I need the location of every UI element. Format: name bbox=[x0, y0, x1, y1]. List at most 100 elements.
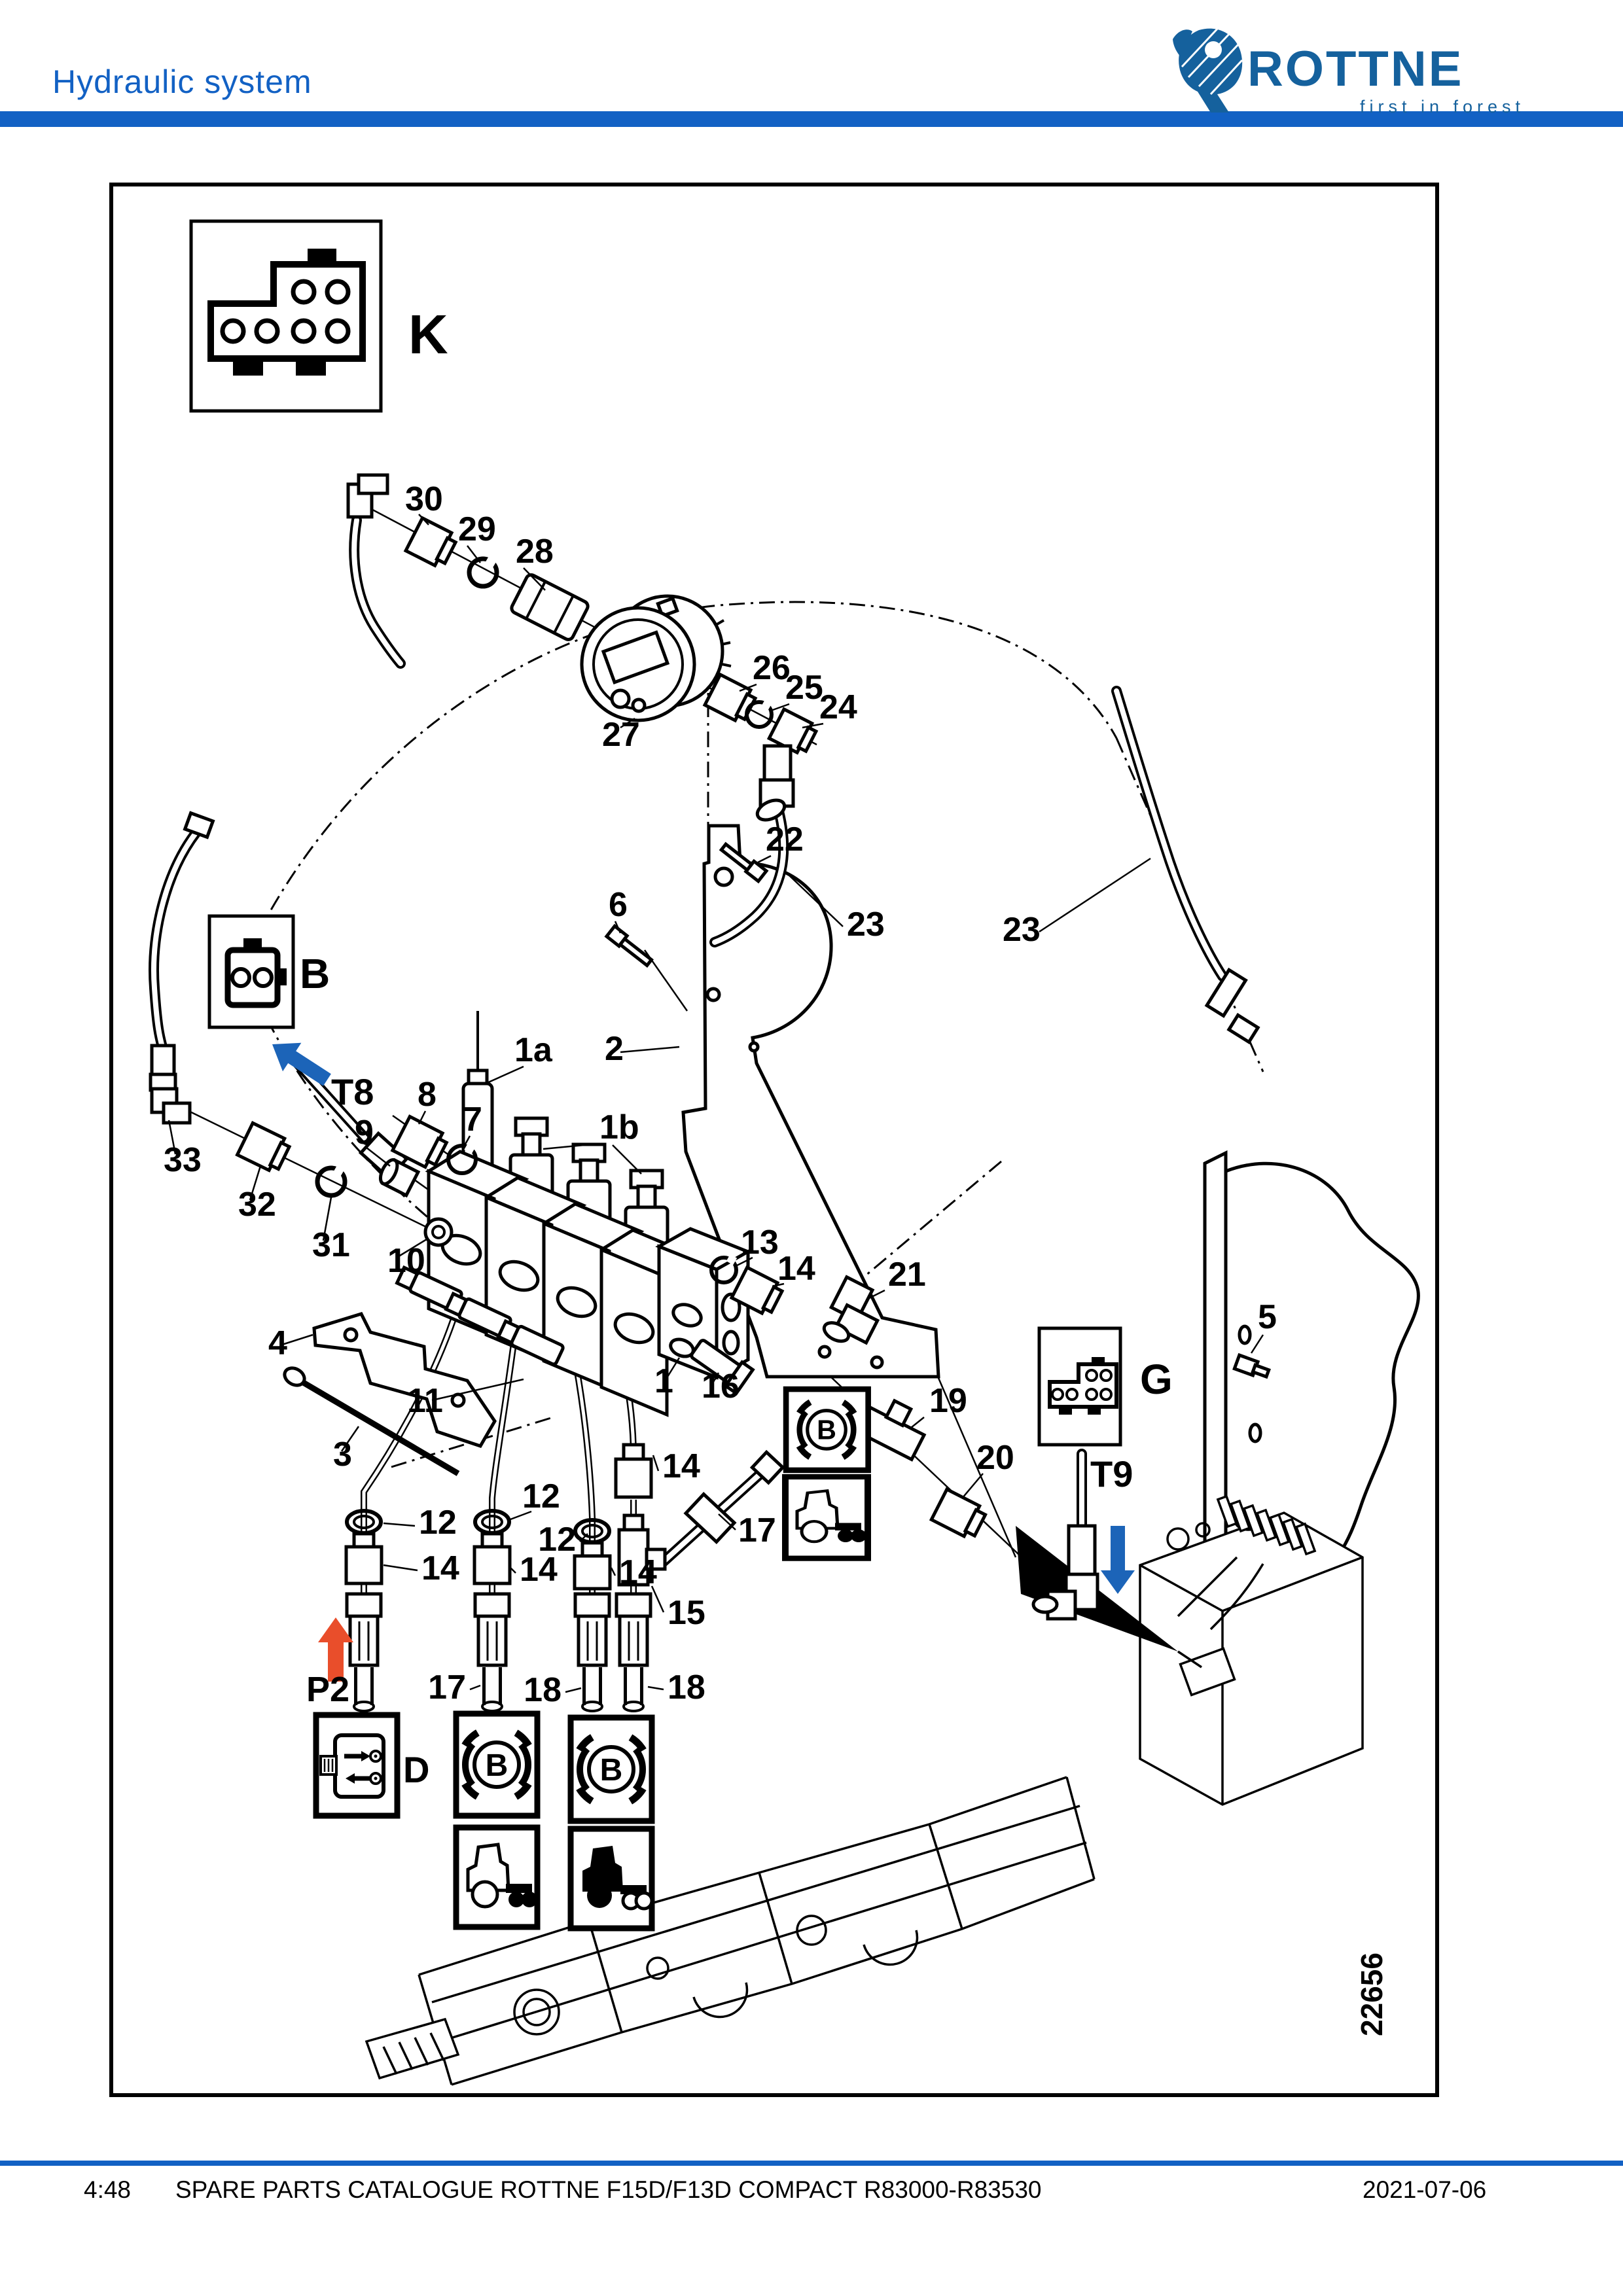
part-label-3: 3 bbox=[333, 1436, 352, 1474]
part-label-14: 14 bbox=[421, 1549, 459, 1587]
sensors-11 bbox=[395, 1265, 565, 1366]
fitting-14 bbox=[729, 1265, 785, 1316]
ring-7 bbox=[446, 1144, 478, 1175]
part-label-20: 20 bbox=[976, 1439, 1014, 1477]
part-label-22: 22 bbox=[766, 821, 804, 858]
fitting-24 bbox=[766, 707, 819, 755]
connector-k-icon bbox=[189, 219, 383, 413]
arrow-down-t9 bbox=[1101, 1526, 1135, 1594]
part-label-2: 2 bbox=[605, 1030, 624, 1068]
left-fitting-chain bbox=[149, 811, 348, 1198]
footer-date: 2021-07-06 bbox=[1363, 2176, 1487, 2203]
small-parts bbox=[283, 841, 769, 1476]
part-label-1: 1 bbox=[654, 1362, 673, 1400]
part-label-b: B bbox=[300, 950, 330, 997]
bracket-part-2 bbox=[681, 824, 940, 1379]
brake-letter: B bbox=[486, 1748, 508, 1783]
hose-t9 bbox=[1031, 1524, 1099, 1621]
ring-13 bbox=[709, 1256, 738, 1284]
part-label-g: G bbox=[1140, 1356, 1173, 1403]
elbow-fitting bbox=[346, 473, 389, 519]
hose-23-fittings bbox=[1204, 967, 1260, 1045]
fitting-8 bbox=[390, 1114, 449, 1169]
rottne-logo: ROTTNE first in forest bbox=[1170, 26, 1537, 118]
part-label-14: 14 bbox=[777, 1250, 815, 1288]
forwarder-outline-icon bbox=[782, 1474, 871, 1561]
part-label-11: 11 bbox=[407, 1382, 443, 1420]
valve-bank-on-tank bbox=[1216, 1494, 1317, 1556]
part-label-21: 21 bbox=[888, 1256, 926, 1294]
part-label-33: 33 bbox=[164, 1141, 202, 1179]
part-label-8: 8 bbox=[418, 1076, 437, 1114]
part-label-12: 12 bbox=[538, 1521, 576, 1559]
logo-brand-text: ROTTNE bbox=[1247, 41, 1464, 97]
parking-brake-icon: B bbox=[567, 1714, 655, 1824]
part-label-12: 12 bbox=[419, 1504, 457, 1542]
ring-29 bbox=[467, 556, 499, 589]
symbol-boxes: B B B bbox=[313, 1386, 871, 1932]
panel-part-5 bbox=[1203, 1150, 1420, 1614]
part-label-15: 15 bbox=[668, 1594, 705, 1632]
fitting-20 bbox=[929, 1487, 988, 1539]
part-label-19: 19 bbox=[929, 1382, 967, 1420]
bolt-6 bbox=[604, 923, 654, 968]
part-label-1a: 1a bbox=[514, 1031, 553, 1069]
part-label-29: 29 bbox=[458, 510, 496, 548]
flow-arrows bbox=[272, 1042, 1135, 1682]
part-label-4: 4 bbox=[268, 1324, 287, 1362]
part-label-16: 16 bbox=[702, 1368, 740, 1405]
part-label-7: 7 bbox=[463, 1101, 482, 1139]
footer-page-number: 4:48 bbox=[84, 2176, 132, 2203]
part-label-23: 23 bbox=[1003, 911, 1041, 949]
leader-lines bbox=[168, 514, 1264, 1693]
brake-letter: B bbox=[600, 1753, 623, 1788]
bottom-columns bbox=[344, 1443, 785, 1712]
part-label-32: 32 bbox=[238, 1186, 276, 1224]
bracket-strip-4 bbox=[312, 1311, 497, 1449]
bolt-3 bbox=[296, 1377, 460, 1476]
part-label-18: 18 bbox=[524, 1671, 562, 1709]
part-label-p2: P2 bbox=[306, 1670, 349, 1709]
right-fitting-chain bbox=[822, 1275, 1099, 1621]
brake-letter: B bbox=[817, 1415, 836, 1445]
part-label-d: D bbox=[403, 1749, 429, 1790]
part-label-5: 5 bbox=[1258, 1298, 1277, 1336]
parking-brake-icon: B bbox=[453, 1710, 541, 1819]
ring-31 bbox=[315, 1165, 348, 1198]
part-label-31: 31 bbox=[312, 1226, 350, 1264]
part-label-10: 10 bbox=[387, 1242, 425, 1280]
logo-tagline-text: first in forest bbox=[1360, 97, 1525, 116]
part-label-t9: T9 bbox=[1090, 1453, 1133, 1494]
bolt-22 bbox=[719, 841, 769, 884]
valve-block bbox=[378, 1011, 785, 1417]
connector-g-icon bbox=[1037, 1326, 1122, 1447]
part-label-25: 25 bbox=[785, 669, 823, 707]
part-label-k: K bbox=[408, 304, 448, 365]
part-label-24: 24 bbox=[819, 688, 857, 726]
gauge-27 bbox=[580, 594, 732, 722]
header-divider-bar bbox=[0, 111, 1623, 127]
sensor-16 bbox=[690, 1339, 755, 1396]
connector-b-icon bbox=[207, 914, 295, 1029]
drawing-number: 22656 bbox=[1355, 1952, 1389, 2036]
part-label-12: 12 bbox=[522, 1477, 560, 1515]
part-label-1b: 1b bbox=[599, 1108, 639, 1146]
relief-valve-1a bbox=[467, 1069, 489, 1086]
elbow-below-24 bbox=[755, 744, 795, 822]
part-label-14: 14 bbox=[520, 1551, 558, 1589]
plug-9 bbox=[378, 1157, 421, 1198]
footer-divider-bar bbox=[0, 2161, 1623, 2166]
ring-25 bbox=[745, 700, 774, 729]
part-label-18: 18 bbox=[668, 1669, 705, 1706]
part-label-14: 14 bbox=[619, 1553, 657, 1591]
forwarder-filled-icon bbox=[567, 1826, 655, 1932]
forwarder-outline-icon bbox=[453, 1824, 541, 1930]
part-label-13: 13 bbox=[741, 1224, 779, 1262]
elbow-21 bbox=[822, 1275, 880, 1345]
part-label-6: 6 bbox=[609, 886, 628, 924]
part-label-9: 9 bbox=[355, 1114, 374, 1152]
page-title: Hydraulic system bbox=[52, 63, 312, 100]
